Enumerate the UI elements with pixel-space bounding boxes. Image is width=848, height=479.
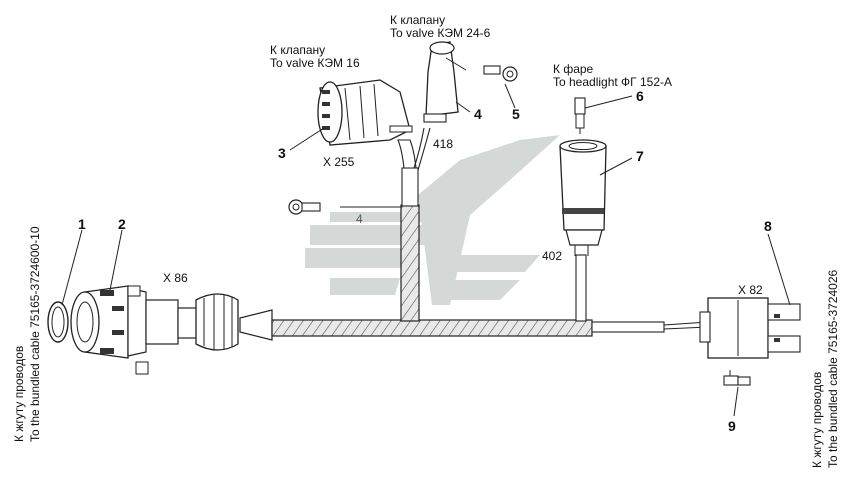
part-number-6: 6 (636, 88, 644, 104)
part-number-4: 4 (474, 106, 482, 122)
part-number-8: 8 (764, 218, 772, 234)
valve-kem16-ru-label: К клапану (270, 43, 326, 57)
main-harness (239, 309, 709, 341)
connector-x255 (317, 79, 413, 146)
wire-418-label: 418 (433, 137, 454, 151)
wire-402-label: 402 (542, 249, 563, 263)
part-number-3: 3 (278, 145, 286, 161)
valve-kem16-en-label: To valve КЭМ 16 (270, 56, 360, 70)
blade-terminal-part-6 (574, 97, 586, 134)
seal-ring-part-1 (47, 301, 69, 343)
valve-boot-part-4 (423, 41, 467, 123)
leader-lines (61, 83, 791, 417)
part-number-5: 5 (512, 106, 520, 122)
part-number-7: 7 (636, 148, 644, 164)
terminal-part-9 (723, 370, 751, 386)
headlight-socket-part-7 (559, 139, 607, 256)
connector-x82 (699, 297, 801, 359)
valve-kem24-en-label: To valve КЭМ 24-6 (390, 26, 491, 40)
bundle-right-ru-label: К жгуту проводов (810, 371, 824, 468)
connector-x255-label: X 255 (323, 155, 355, 169)
connector-x86 (70, 285, 239, 375)
headlight-ru-label: К фаре (553, 62, 594, 76)
branch-valve (340, 127, 431, 322)
bundle-left-ru-label: К жгуту проводов (12, 345, 26, 442)
part-number-1: 1 (78, 216, 86, 232)
connector-x82-label: X 82 (738, 283, 763, 297)
ring-terminal-branch (288, 199, 321, 215)
part-number-2: 2 (118, 216, 126, 232)
headlight-en-label: To headlight ФГ 152-А (553, 75, 673, 89)
wire-4-label: 4 (356, 212, 363, 226)
part-number-9: 9 (728, 418, 736, 434)
bundle-left-en-label: To the bundled cable 75165-3724600-10 (28, 226, 42, 442)
bundle-right-en-label: To the bundled cable 75165-3724026 (826, 269, 840, 468)
valve-kem24-ru-label: К клапану (390, 13, 446, 27)
connector-x86-label: X 86 (163, 271, 188, 285)
branch-headlight (575, 254, 587, 322)
ring-terminal-part-5 (483, 65, 518, 82)
